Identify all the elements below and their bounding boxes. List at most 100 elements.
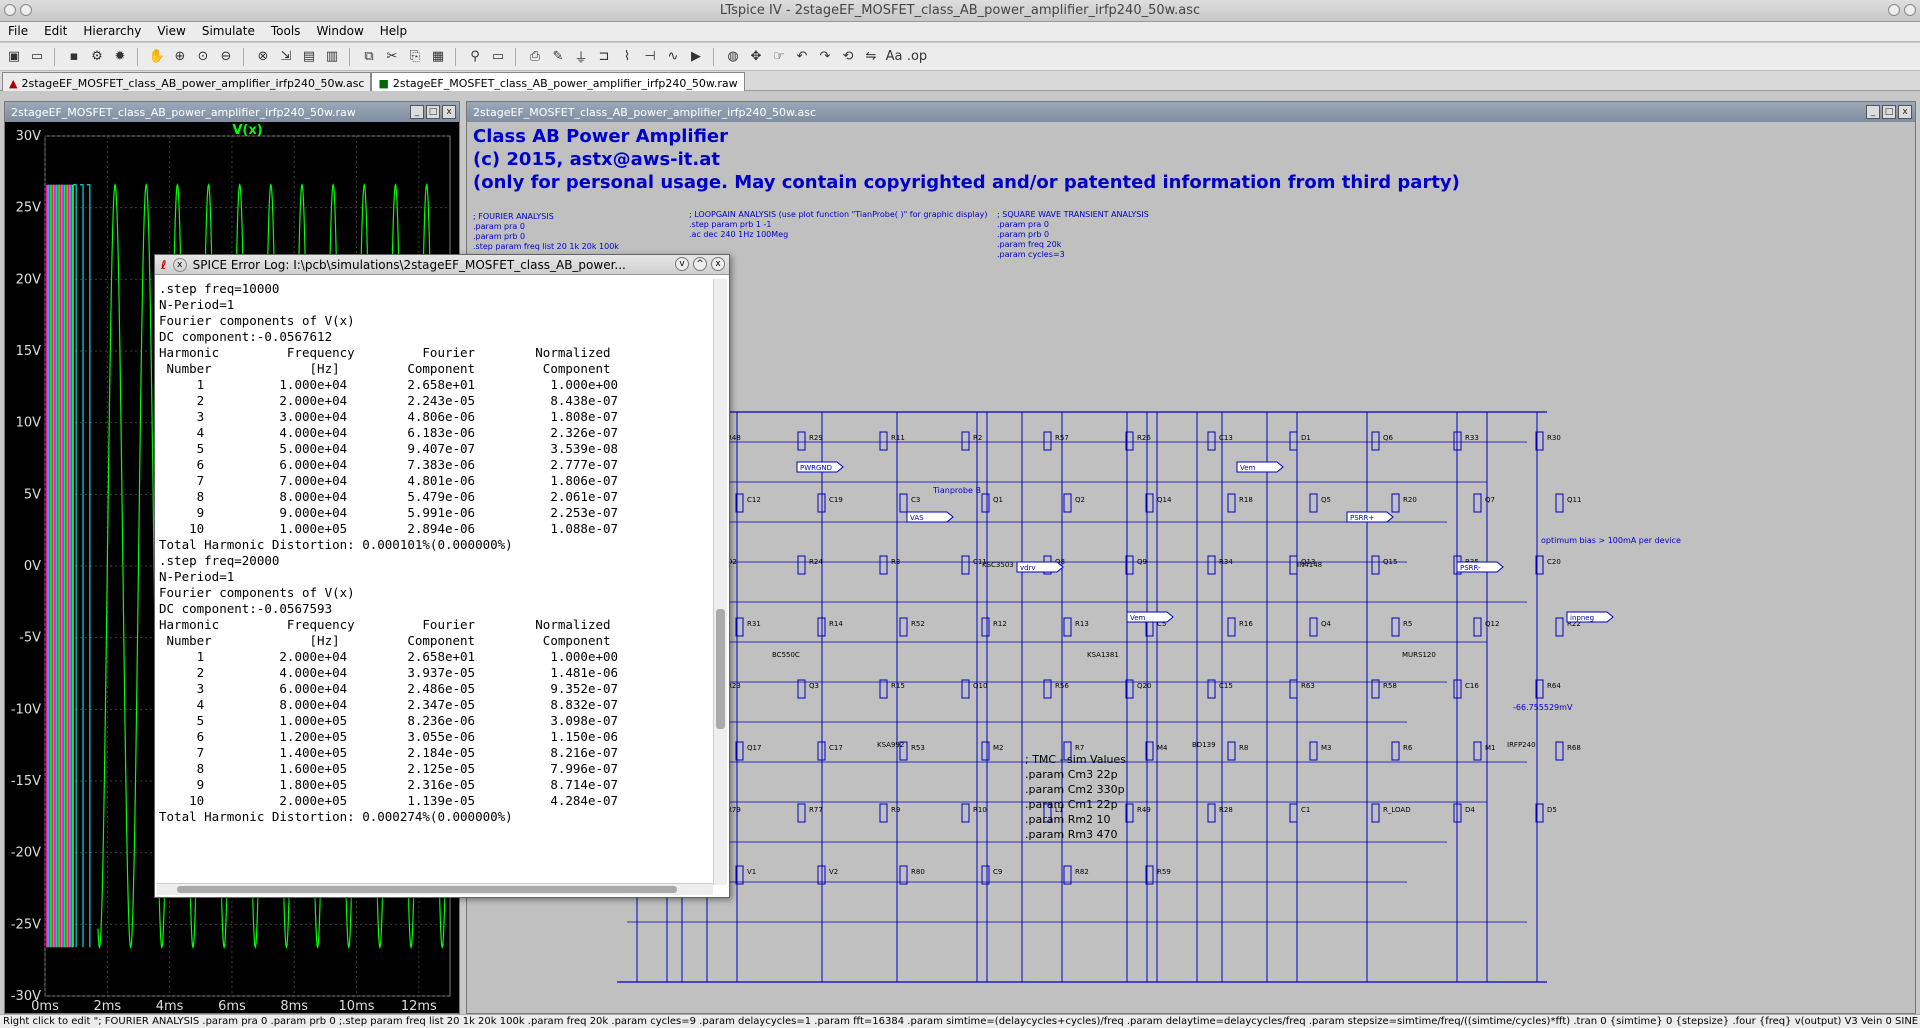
component-symbol[interactable]	[1473, 493, 1482, 513]
component-label[interactable]: Q13	[1301, 558, 1315, 566]
vertical-scrollbar[interactable]	[713, 279, 727, 885]
component-symbol[interactable]	[1145, 741, 1154, 761]
schematic-heading-3[interactable]: (only for personal usage. May contain co…	[473, 172, 1460, 193]
component-label[interactable]: C20	[1547, 558, 1561, 566]
component-symbol[interactable]	[1555, 493, 1564, 513]
maximize-button[interactable]: □	[1882, 105, 1896, 119]
tab-schematic[interactable]: ▲2stageEF_MOSFET_class_AB_power_amplifie…	[2, 72, 372, 91]
component-symbol[interactable]	[1227, 741, 1236, 761]
component-label[interactable]: R33	[1465, 434, 1479, 442]
component-label[interactable]: Q15	[1383, 558, 1397, 566]
component-symbol[interactable]	[1063, 741, 1072, 761]
resistor-icon[interactable]: ⌇	[623, 49, 631, 64]
component-label[interactable]: R64	[1547, 682, 1561, 690]
component-symbol[interactable]	[1371, 679, 1380, 699]
component-label[interactable]: Q17	[747, 744, 761, 752]
close-icon[interactable]	[1904, 4, 1916, 16]
error-log-titlebar[interactable]: ℓ x SPICE Error Log: I:\pcb\simulations\…	[155, 255, 729, 275]
halt-icon[interactable]: ✋	[148, 49, 166, 64]
component-label[interactable]: M1	[1485, 744, 1496, 752]
component-label[interactable]: Q8	[1055, 558, 1065, 566]
find-icon[interactable]: ⚲	[470, 49, 480, 64]
net-flag[interactable]	[796, 461, 844, 473]
net-label[interactable]: Vem	[1240, 464, 1256, 472]
component-label[interactable]: M4	[1157, 744, 1168, 752]
part-label[interactable]: BC550C	[772, 651, 800, 659]
net-label[interactable]: PWRGND	[800, 464, 832, 472]
component-symbol[interactable]	[1453, 803, 1462, 823]
close-icon[interactable]: x	[172, 257, 187, 272]
zoom-fit-icon[interactable]: ⊗	[257, 49, 269, 64]
component-symbol[interactable]	[1309, 617, 1318, 637]
tile-horizontal-icon[interactable]: ▤	[302, 49, 316, 64]
component-symbol[interactable]	[1289, 431, 1298, 451]
component-label[interactable]: Q6	[1383, 434, 1394, 442]
scroll-thumb[interactable]	[177, 886, 677, 893]
save-icon[interactable]: ▪	[69, 49, 79, 64]
component-symbol[interactable]	[1473, 617, 1482, 637]
move-icon[interactable]: ✥	[750, 49, 762, 64]
ground-icon[interactable]: ⏚	[574, 51, 588, 66]
component-label[interactable]: R20	[1403, 496, 1417, 504]
component-symbol[interactable]	[1391, 741, 1400, 761]
part-label[interactable]: KSC3503	[982, 561, 1014, 569]
component-symbol[interactable]	[961, 803, 970, 823]
component-label[interactable]: R15	[891, 682, 905, 690]
schematic-heading-1[interactable]: Class AB Power Amplifier	[473, 126, 729, 147]
net-flag[interactable]	[1456, 561, 1504, 573]
component-label[interactable]: R48	[727, 434, 741, 442]
component-symbol[interactable]	[1145, 493, 1154, 513]
component-label[interactable]: C15	[1219, 682, 1233, 690]
component-label[interactable]: R52	[911, 620, 925, 628]
component-symbol[interactable]	[1289, 679, 1298, 699]
component-symbol[interactable]	[1043, 431, 1052, 451]
minimize-icon[interactable]	[1888, 4, 1900, 16]
component-label[interactable]: Q4	[1321, 620, 1332, 628]
window-menu-icon[interactable]	[20, 4, 32, 16]
component-symbol[interactable]	[1289, 555, 1298, 575]
component-label[interactable]: D2	[727, 558, 737, 566]
net-label[interactable]: PSRR-	[1460, 564, 1481, 572]
square-wave-directive[interactable]: ; SQUARE WAVE TRANSIENT ANALYSIS .param …	[997, 210, 1149, 260]
net-label[interactable]: VAS	[910, 514, 924, 522]
zoom-out-icon[interactable]: ⊖	[220, 49, 232, 64]
component-label[interactable]: Q5	[1321, 496, 1331, 504]
paste-icon[interactable]: ▦	[431, 49, 445, 64]
component-symbol[interactable]	[981, 617, 990, 637]
component-label[interactable]: Q10	[973, 682, 987, 690]
wire-icon[interactable]: ✎	[552, 49, 564, 64]
component-symbol[interactable]	[961, 431, 970, 451]
spice-directive-icon[interactable]: .op	[906, 49, 928, 64]
component-label[interactable]: Q2	[1075, 496, 1085, 504]
component-symbol[interactable]	[1535, 679, 1544, 699]
net-flag[interactable]	[1346, 511, 1394, 523]
tmc-directive[interactable]: ; TMC - sim Values .param Cm3 22p .param…	[1025, 752, 1126, 842]
component-label[interactable]: R8	[1239, 744, 1248, 752]
net-flag[interactable]	[1236, 461, 1284, 473]
component-label[interactable]: Q20	[1137, 682, 1151, 690]
redo-icon[interactable]: ↷	[819, 49, 831, 64]
component-label[interactable]: R31	[747, 620, 761, 628]
component-symbol[interactable]	[879, 803, 888, 823]
component-label[interactable]: L1	[1055, 806, 1063, 814]
component-label[interactable]: C12	[747, 496, 761, 504]
chevron-down-icon[interactable]: v	[675, 257, 689, 271]
component-symbol[interactable]	[1063, 617, 1072, 637]
fourier-directive[interactable]: ; FOURIER ANALYSIS .param pra 0 .param p…	[473, 212, 619, 252]
component-label[interactable]: R13	[1075, 620, 1089, 628]
rotate-icon[interactable]: ⟲	[842, 49, 854, 64]
component-symbol[interactable]	[961, 555, 970, 575]
component-label[interactable]: R10	[973, 806, 987, 814]
drag-icon[interactable]: ☞	[773, 49, 785, 64]
schematic-heading-2[interactable]: (c) 2015, astx@aws-it.at	[473, 149, 720, 170]
component-symbol[interactable]	[1535, 803, 1544, 823]
component-label[interactable]: M2	[993, 744, 1004, 752]
component-label[interactable]: R53	[911, 744, 925, 752]
component-symbol[interactable]	[817, 865, 826, 885]
net-label[interactable]: vdrv	[1020, 564, 1036, 572]
component-symbol[interactable]	[1309, 493, 1318, 513]
net-flag[interactable]	[1566, 611, 1614, 623]
component-label[interactable]: C16	[1465, 682, 1479, 690]
component-symbol[interactable]	[1391, 617, 1400, 637]
